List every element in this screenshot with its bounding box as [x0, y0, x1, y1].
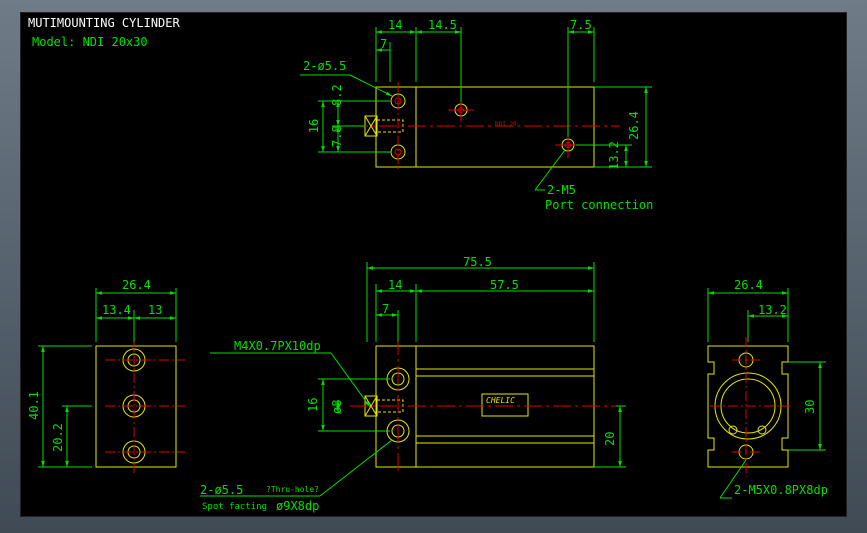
front-thru-label: 2-ø5.5: [200, 483, 244, 497]
front-view: [200, 262, 626, 497]
right-view: [707, 288, 826, 499]
front-thru-note: ?Thru-hole?: [266, 485, 319, 494]
right-body-outline: [707, 345, 789, 468]
top-view: [300, 27, 652, 191]
front-spot-label: Spot facting: [202, 502, 268, 512]
left-dim-26-4: 26.4: [122, 278, 151, 292]
front-dim-57-5: 57.5: [490, 278, 519, 292]
front-dim-7: 7: [382, 302, 390, 316]
top-hole-label: 2-ø5.5: [303, 59, 347, 73]
front-thread-label: M4X0.7PX10dp: [234, 339, 321, 353]
top-body-text: NDI 20: [495, 121, 517, 128]
left-dim-13: 13: [148, 303, 163, 317]
front-dim-20: 20: [603, 431, 617, 446]
cad-drawing: [38, 27, 826, 499]
left-view: [38, 288, 185, 474]
top-dim-13-2: 13.2: [607, 141, 621, 170]
top-dim-7: 7: [380, 37, 388, 51]
front-nameplate-text: CHELIC: [486, 396, 515, 405]
left-dim-20-2: 20.2: [51, 423, 65, 452]
right-dim-13-2: 13.2: [758, 303, 787, 317]
right-dim-30: 30: [803, 399, 817, 414]
front-spot-value: ø9X8dp: [276, 499, 320, 513]
left-dim-40-1: 40.1: [27, 391, 41, 420]
cad-drawing-canvas[interactable]: MUTIMOUNTING CYLINDER Model: NDI 20x30 1…: [20, 12, 847, 517]
top-dim-7-5: 7.5: [570, 18, 592, 32]
right-thread-label: 2-M5X0.8PX8dp: [734, 483, 828, 497]
top-dim-14-5: 14.5: [428, 18, 457, 32]
top-body-outline: [375, 86, 595, 168]
left-body-outline: [95, 345, 177, 468]
top-dim-26-4: 26.4: [627, 111, 641, 140]
top-port-caption: Port connection: [545, 198, 654, 212]
top-dim-14: 14: [388, 18, 403, 32]
left-dim-13-4: 13.4: [102, 303, 131, 317]
front-dim-75-5: 75.5: [463, 255, 492, 269]
top-dim-16: 16: [307, 118, 322, 134]
drawing-title: MUTIMOUNTING CYLINDER: [28, 16, 180, 30]
drawing-model: Model: NDI 20x30: [32, 35, 148, 49]
front-dim-8: ø8: [330, 399, 344, 414]
front-nameplate: [481, 393, 529, 417]
front-dim-16: 16: [306, 397, 320, 412]
front-dim-14: 14: [388, 278, 403, 292]
top-port-label: 2-M5: [547, 183, 576, 197]
top-dim-8-2: 8.2: [330, 84, 344, 106]
top-dim-7-8: 7.8: [330, 125, 344, 147]
right-dim-26-4: 26.4: [734, 278, 763, 292]
